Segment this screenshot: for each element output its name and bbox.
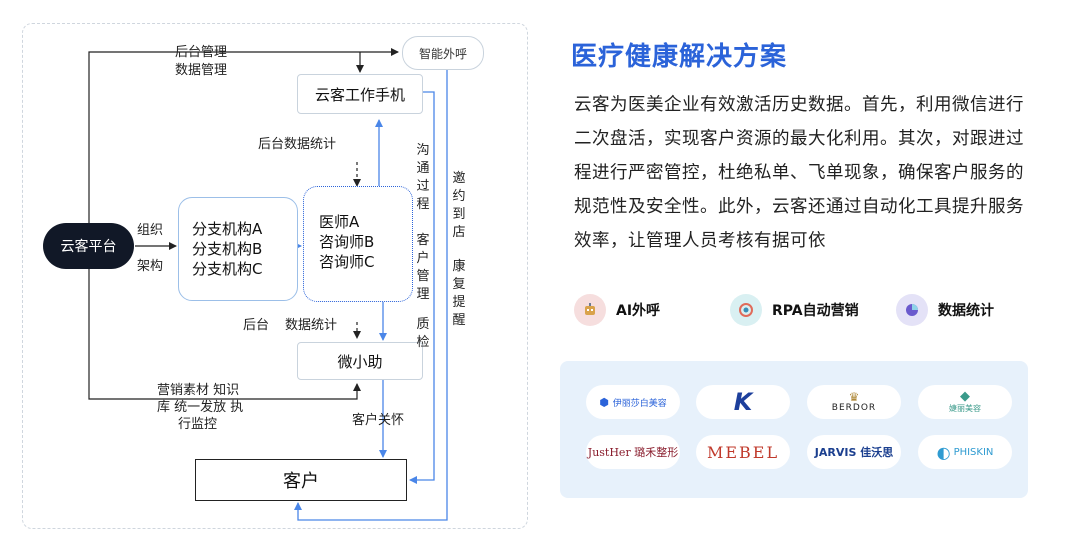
staff-item: 医师A <box>319 213 360 231</box>
client-logo-panel: ⬢ 伊丽莎白美容 K ♛ BERDOR ◆ 婕丽美容 JustHer 璐禾整形 … <box>560 361 1028 498</box>
label-customer-care: 客户关怀 <box>352 413 405 428</box>
label-marketing-1: 营销素材 知识 <box>157 383 240 398</box>
client-logo: ◆ 婕丽美容 <box>918 385 1012 419</box>
label-data-stats: 数据统计 <box>285 318 338 333</box>
label-rehab: 康复提醒 <box>452 259 466 328</box>
chart-icon <box>896 294 928 326</box>
label-backend-mgmt-1: 后台管理 <box>175 45 228 60</box>
solution-title: 医疗健康解决方案 <box>571 42 788 72</box>
platform-node: 云客平台 <box>43 223 134 269</box>
label-communication: 沟通过程 <box>416 143 430 212</box>
branch-item: 分支机构C <box>192 260 263 278</box>
feature-label: RPA自动营销 <box>772 303 859 319</box>
label-customer-mgmt: 客户管理 <box>416 233 430 302</box>
label-backend-mgmt-2: 数据管理 <box>175 63 228 78</box>
label-backend-stats: 后台数据统计 <box>258 137 337 152</box>
branch-item: 分支机构B <box>192 240 263 258</box>
client-logo: ⬢ 伊丽莎白美容 <box>586 385 680 419</box>
customer-label: 客户 <box>283 471 319 492</box>
client-logo: K <box>696 385 790 419</box>
robot-icon <box>574 294 606 326</box>
solution-description: 云客为医美企业有效激活历史数据。首先，利用微信进行二次盘活，实现客户资源的最大化… <box>574 95 1024 251</box>
hexagon-logo-icon: ⬢ <box>599 395 609 409</box>
branches-list: 分支机构A 分支机构B 分支机构C <box>192 219 262 279</box>
staff-list: 医师A 咨询师B 咨询师C <box>319 212 374 272</box>
wire-outer-loop <box>294 70 448 521</box>
feature-stats: 数据统计 <box>896 293 994 327</box>
label-quality: 质检 <box>416 317 430 350</box>
client-logo: JARVIS 佳沃思 <box>807 435 901 469</box>
assistant-label: 微小助 <box>337 352 383 371</box>
wire-platform-bottom <box>88 269 361 400</box>
wire-phone-right-loop <box>409 91 435 484</box>
customer-node: 客户 <box>195 459 407 501</box>
target-icon <box>730 294 762 326</box>
staff-item: 咨询师C <box>319 253 375 271</box>
feature-rpa: RPA自动营销 <box>730 293 859 327</box>
client-logo: ♛ BERDOR <box>807 385 901 419</box>
diamond-logo-icon: ◆ <box>960 389 970 404</box>
feature-ai-call: AI外呼 <box>574 293 660 327</box>
label-marketing-3: 行监控 <box>178 417 218 432</box>
label-invite: 邀约到店 <box>452 171 466 240</box>
branches-node <box>178 197 298 301</box>
branch-item: 分支机构A <box>192 220 263 238</box>
smart-call-node: 智能外呼 <box>402 36 484 70</box>
work-phone-label: 云客工作手机 <box>314 85 405 104</box>
feature-label: AI外呼 <box>616 303 661 319</box>
client-logo: JustHer 璐禾整形 <box>586 435 680 469</box>
circle-logo-icon: ◐ <box>936 442 951 462</box>
label-backend: 后台 <box>243 318 270 333</box>
label-org-1: 组织 <box>137 223 164 238</box>
client-logo: MEBEL <box>696 435 790 469</box>
label-marketing-2: 库 统一发放 执 <box>157 400 244 415</box>
diagram-frame <box>22 23 528 529</box>
client-logo: ◐ PHISKIN <box>918 435 1012 469</box>
feature-label: 数据统计 <box>938 303 994 319</box>
assistant-node: 微小助 <box>297 342 423 380</box>
staff-item: 咨询师B <box>319 233 375 251</box>
k-logo-icon: K <box>733 388 753 416</box>
wire-platform-top <box>88 51 360 223</box>
crown-logo-icon: ♛ <box>848 390 860 404</box>
label-org-2: 架构 <box>137 259 164 274</box>
staff-node <box>303 186 413 302</box>
work-phone-node: 云客工作手机 <box>297 74 423 114</box>
